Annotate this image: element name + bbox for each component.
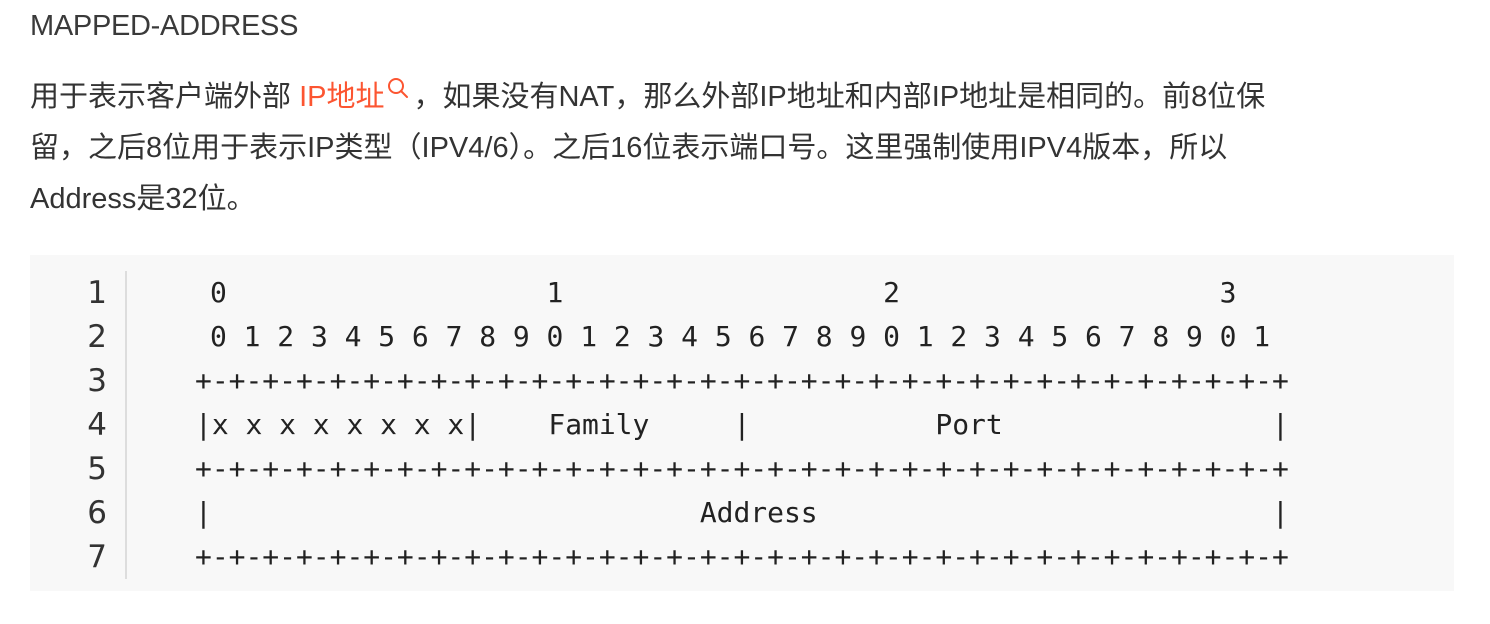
- description-paragraph: 用于表示客户端外部 IP地址 ，如果没有NAT，那么外部IP地址和内部IP地址是相…: [30, 72, 1440, 225]
- code-line: +-+-+-+-+-+-+-+-+-+-+-+-+-+-+-+-+-+-+-+-…: [195, 540, 1289, 573]
- code-line: 0 1 2 3: [210, 276, 1237, 309]
- line-number: 5: [87, 451, 107, 487]
- code-line: |x x x x x x x x| Family | Port |: [195, 408, 1289, 441]
- ip-address-link[interactable]: IP地址: [299, 81, 385, 113]
- line-number: 1: [87, 275, 107, 311]
- section-heading: MAPPED-ADDRESS: [30, 10, 299, 42]
- line-number: 6: [87, 495, 107, 531]
- code-line: 0 1 2 3 4 5 6 7 8 9 0 1 2 3 4 5 6 7 8 9 …: [210, 320, 1271, 353]
- paragraph-text: ，如果没有NAT，那么外部IP地址和内部IP地址是相同的。前8位保: [413, 81, 1266, 113]
- code-line: +-+-+-+-+-+-+-+-+-+-+-+-+-+-+-+-+-+-+-+-…: [195, 452, 1289, 485]
- line-number: 7: [87, 539, 107, 575]
- line-number: 2: [87, 319, 107, 355]
- line-number-gutter: 1 2 3 4 5 6 7: [30, 271, 127, 579]
- paragraph-text: 用于表示客户端外部: [30, 81, 300, 113]
- code-line: +-+-+-+-+-+-+-+-+-+-+-+-+-+-+-+-+-+-+-+-…: [195, 364, 1289, 397]
- paragraph-text: Address是32位。: [30, 183, 256, 215]
- paragraph-text: 留，之后8位用于表示IP类型（IPV4/6）。之后16位表示端口号。这里强制使用…: [30, 132, 1228, 164]
- code-block: 1 2 3 4 5 6 7 0 1 2 3 0 1 2 3 4 5 6 7 8 …: [30, 255, 1454, 591]
- search-icon[interactable]: [385, 75, 413, 103]
- code-line: | Address |: [195, 496, 1289, 529]
- line-number: 4: [87, 407, 107, 443]
- line-number: 3: [87, 363, 107, 399]
